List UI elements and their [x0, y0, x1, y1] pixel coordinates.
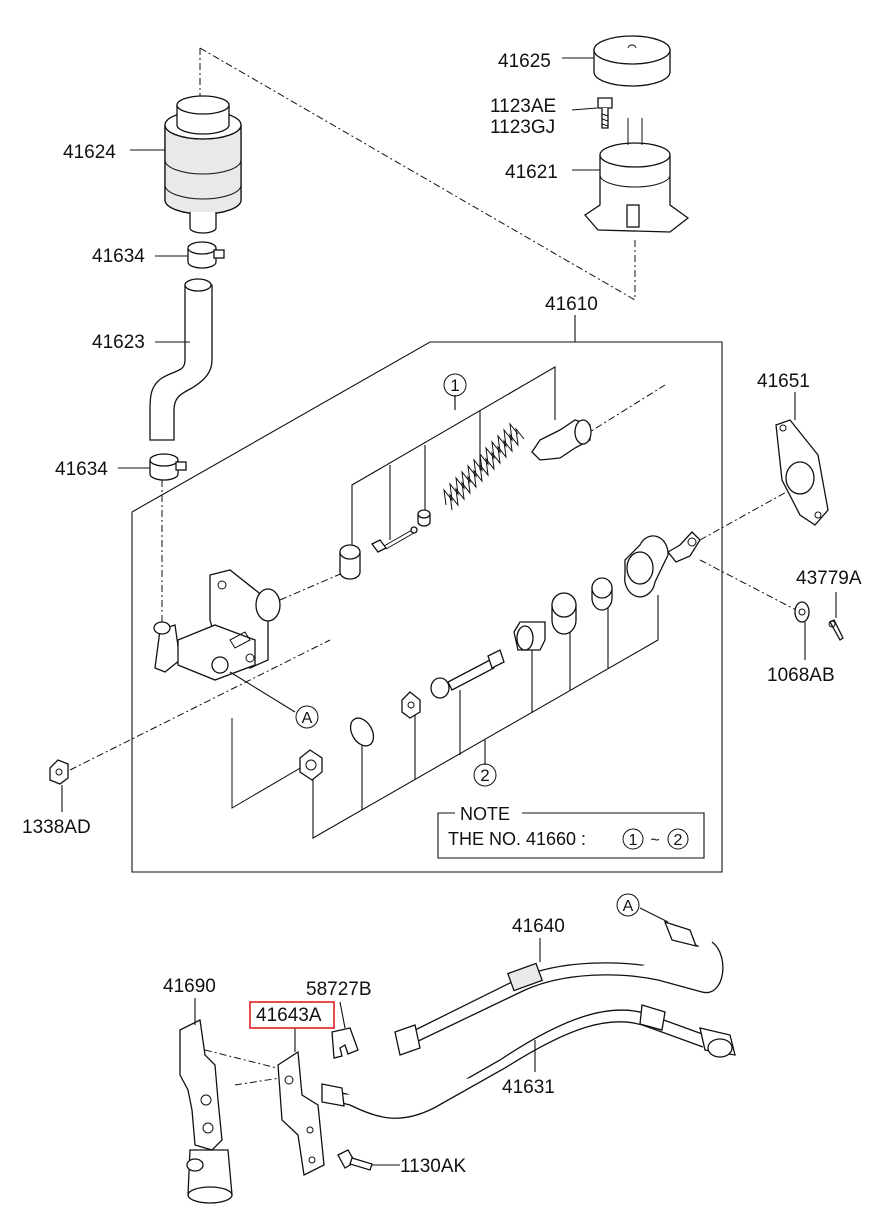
- kit-1-parts: [339, 419, 592, 580]
- callout-circle-a-upper: [295, 705, 319, 729]
- callout-a-lower-text: A: [623, 898, 634, 915]
- label-41610: 41610: [545, 294, 598, 315]
- reservoir-cap: [593, 35, 671, 87]
- note-text: THE NO. 41660 :: [448, 829, 586, 849]
- callout-1-text: 1: [450, 376, 459, 395]
- label-41640: 41640: [512, 916, 565, 937]
- callout-circles: 1 2 A A: [295, 373, 640, 917]
- label-1068ab: 1068AB: [767, 665, 835, 686]
- nut-1338ad: [49, 759, 69, 785]
- note-box: NOTE THE NO. 41660 : 1 ~ 2: [437, 804, 705, 859]
- label-1338ad: 1338AD: [22, 817, 91, 838]
- label-41623: 41623: [92, 332, 145, 353]
- hose-clamp-lower: [149, 453, 187, 481]
- bolt-1123ae: [597, 97, 613, 129]
- dashed-leader-lines: [69, 47, 801, 1086]
- note-range-end-circle: [667, 828, 689, 850]
- part-labels: 41625 1123AE 1123GJ 41621 41624 41634 41…: [22, 51, 862, 1177]
- note-range-end: 2: [674, 832, 683, 849]
- master-cylinder-body: [153, 569, 281, 681]
- washer-and-pin: [794, 601, 844, 641]
- callout-a-upper-text: A: [302, 710, 313, 727]
- clutch-pipe-41631: [321, 1004, 736, 1119]
- gasket-41651: [775, 419, 829, 526]
- bracket-41643a: [277, 1050, 325, 1176]
- kit-2-parts: [299, 531, 701, 781]
- label-1123gj: 1123GJ: [490, 117, 555, 138]
- bolt-1130ak: [337, 1149, 373, 1171]
- label-43779a: 43779A: [796, 568, 862, 589]
- kit-2-bracket: [312, 595, 659, 839]
- label-1130ak: 1130AK: [400, 1156, 467, 1177]
- master-cylinder-kit-frame: [131, 315, 723, 873]
- label-58727b: 58727B: [306, 979, 372, 1000]
- reservoir-bracket: [584, 118, 690, 233]
- label-41651: 41651: [757, 371, 810, 392]
- clip-58727b: [331, 1027, 359, 1059]
- bracket-41690: [179, 1019, 233, 1204]
- hose-clamp-upper: [187, 241, 225, 269]
- label-41625: 41625: [498, 51, 551, 72]
- label-41624: 41624: [63, 142, 116, 163]
- label-41621: 41621: [505, 162, 558, 183]
- label-1123ae: 1123AE: [490, 96, 556, 117]
- note-range-start-circle: [622, 828, 644, 850]
- note-range-sep: ~: [650, 832, 659, 849]
- label-41690: 41690: [163, 976, 216, 997]
- callout-circle-1: [443, 373, 467, 397]
- reservoir-hose: [149, 278, 213, 441]
- label-41634-lower: 41634: [55, 459, 108, 480]
- callout-2-text: 2: [480, 766, 489, 785]
- note-range-start: 1: [629, 832, 638, 849]
- clutch-pipe-41640: [394, 920, 724, 1056]
- callout-circle-a-lower: [616, 893, 640, 917]
- highlight-box-41643a: [249, 1001, 335, 1029]
- callout-circle-2: [473, 763, 497, 787]
- label-41634-upper: 41634: [92, 246, 145, 267]
- note-title: NOTE: [460, 804, 510, 824]
- reservoir-tank: [164, 95, 242, 234]
- label-41643a: 41643A: [256, 1005, 322, 1026]
- label-41631: 41631: [502, 1077, 555, 1098]
